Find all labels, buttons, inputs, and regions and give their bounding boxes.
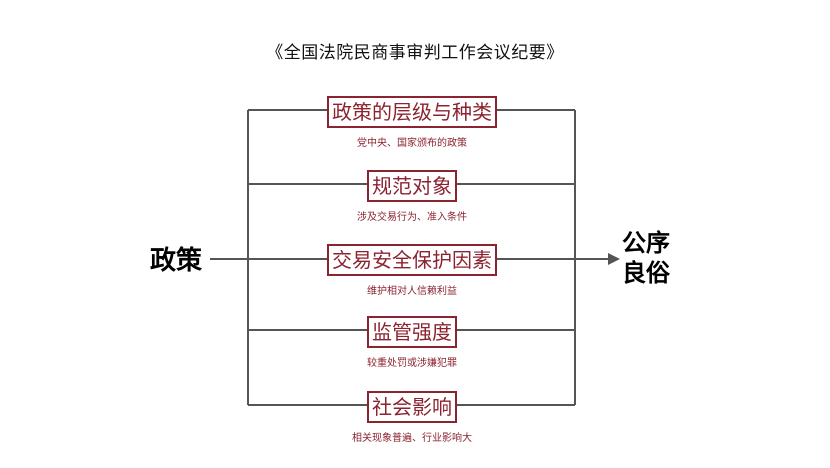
node-regulated-object: 规范对象 涉及交易行为、准入条件 <box>357 170 467 223</box>
right-label-line-2: 良俗 <box>622 259 670 287</box>
node-subtitle: 党中央、国家颁布的政策 <box>357 138 467 149</box>
page-title: 《全国法院民商事审判工作会议纪要》 <box>266 43 564 63</box>
right-label: 公序 良俗 <box>622 228 682 288</box>
left-label: 政策 <box>150 246 203 276</box>
node-subtitle: 涉及交易行为、准入条件 <box>357 212 467 223</box>
node-label: 交易安全保护因素 <box>327 244 497 276</box>
node-label: 规范对象 <box>367 170 457 202</box>
node-subtitle: 相关现象普遍、行业影响大 <box>352 433 472 444</box>
node-transaction-safety: 交易安全保护因素 维护相对人信赖利益 <box>327 244 497 297</box>
node-social-impact: 社会影响 相关现象普遍、行业影响大 <box>352 391 472 444</box>
node-label: 社会影响 <box>367 391 457 423</box>
node-policy-level: 政策的层级与种类 党中央、国家颁布的政策 <box>327 96 497 149</box>
node-label: 政策的层级与种类 <box>327 96 497 128</box>
right-arrow-head-icon <box>608 253 620 265</box>
node-regulatory-intensity: 监管强度 较重处罚或涉嫌犯罪 <box>367 316 457 369</box>
node-subtitle: 较重处罚或涉嫌犯罪 <box>367 358 457 369</box>
node-label: 监管强度 <box>367 316 457 348</box>
node-subtitle: 维护相对人信赖利益 <box>367 286 457 297</box>
right-label-line-1: 公序 <box>622 229 670 257</box>
